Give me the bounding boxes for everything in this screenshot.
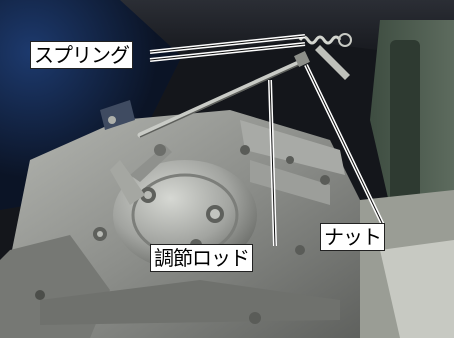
nut-callout-label: ナット (320, 223, 385, 251)
spring-callout-label: スプリング (30, 41, 133, 69)
adjusting-rod-callout-label: 調節ロッド (150, 244, 253, 272)
